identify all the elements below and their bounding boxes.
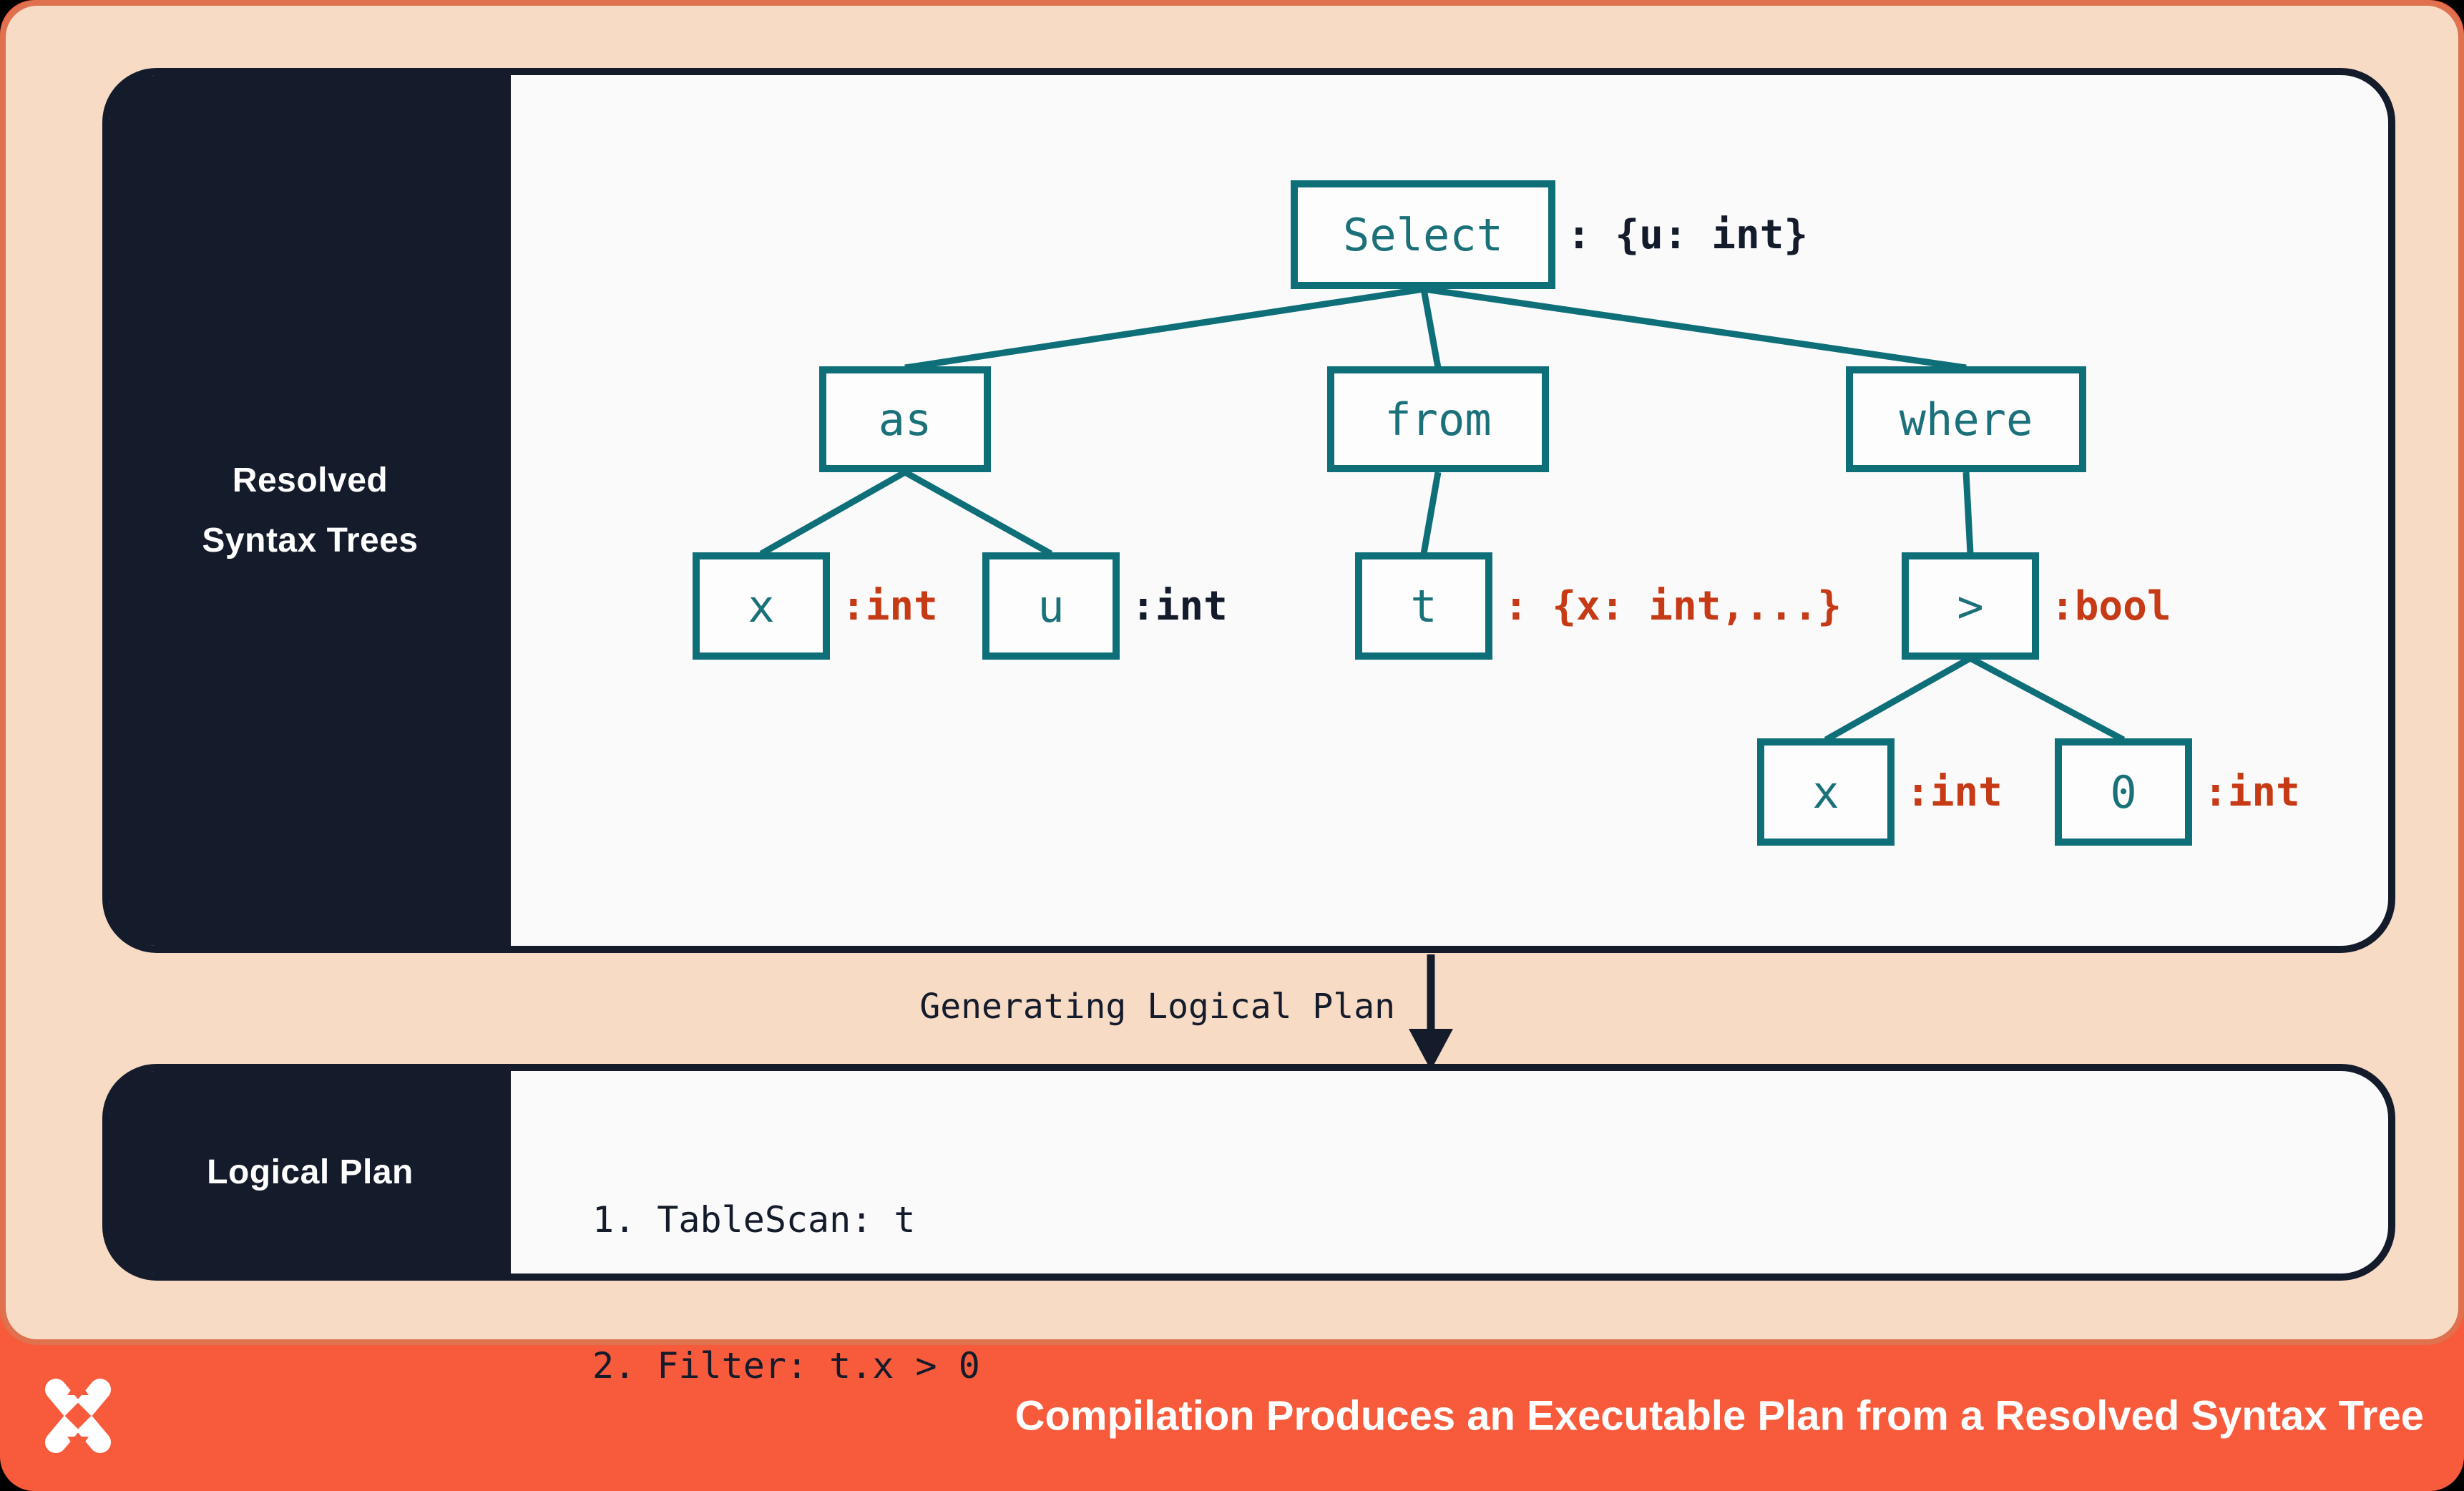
plan-step: 2. Filter: t.x > 0: [592, 1345, 980, 1387]
type-annotation: :int: [841, 582, 938, 630]
tree-node-zero-operand: 0 :int: [2055, 738, 2300, 846]
syntax-card-title-line1: Resolved: [232, 461, 388, 499]
footer-band: Compilation Produces an Executable Plan …: [0, 1340, 2464, 1491]
tree-node-x-operand: x :int: [1757, 738, 2003, 846]
tree-node-t-table: t : {x: int,...}: [1355, 552, 1842, 660]
syntax-card-title-line2: Syntax Trees: [202, 521, 419, 559]
type-annotation: : {u: int}: [1567, 211, 1809, 258]
type-annotation: :int: [2204, 768, 2300, 816]
plan-card-sidebar: Logical Plan: [109, 1071, 511, 1274]
plan-step: 1. TableScan: t: [592, 1199, 916, 1241]
tree-node-u-alias: u :int: [982, 552, 1228, 660]
flow-arrow-down-icon: [1409, 954, 1453, 1070]
tree-node-from: from: [1327, 366, 1549, 472]
tree-node-box: 0: [2055, 738, 2192, 846]
logical-plan-steps: 1. TableScan: t 2. Filter: t.x > 0 3. Pr…: [592, 1098, 1087, 1491]
tree-node-box: >: [1902, 552, 2039, 660]
tree-node-box: x: [693, 552, 830, 660]
tree-node-greater-than: > :bool: [1902, 552, 2171, 660]
plan-card-title: Logical Plan: [207, 1153, 414, 1191]
transition-label: Generating Logical Plan: [919, 987, 1395, 1027]
type-annotation: :bool: [2050, 582, 2171, 630]
tree-node-box: u: [982, 552, 1120, 660]
tree-node-box: from: [1327, 366, 1549, 472]
tree-node-box: Select: [1291, 180, 1555, 289]
tree-node-box: where: [1846, 366, 2086, 472]
logical-plan-card: Logical Plan 1. TableScan: t 2. Filter: …: [102, 1064, 2395, 1387]
type-annotation: :int: [1906, 768, 2003, 816]
syntax-card-title: Resolved Syntax Trees: [202, 451, 418, 571]
tree-node-select: Select : {u: int}: [1291, 180, 1808, 289]
tree-node-box: as: [819, 366, 991, 472]
tree-node-box: t: [1355, 552, 1492, 660]
footer-title: Compilation Produces an Executable Plan …: [1015, 1392, 2424, 1439]
tree-node-x-alias: x :int: [693, 552, 938, 660]
x-mark-logo-icon: [45, 1378, 111, 1453]
tree-node-as: as: [819, 366, 991, 472]
resolved-syntax-trees-card: Resolved Syntax Trees: [102, 68, 2395, 953]
type-annotation: :int: [1131, 582, 1228, 630]
tree-node-box: x: [1757, 738, 1895, 846]
syntax-card-sidebar: Resolved Syntax Trees: [109, 75, 511, 946]
type-annotation: : {x: int,...}: [1504, 582, 1842, 630]
tree-node-where: where: [1846, 366, 2086, 472]
